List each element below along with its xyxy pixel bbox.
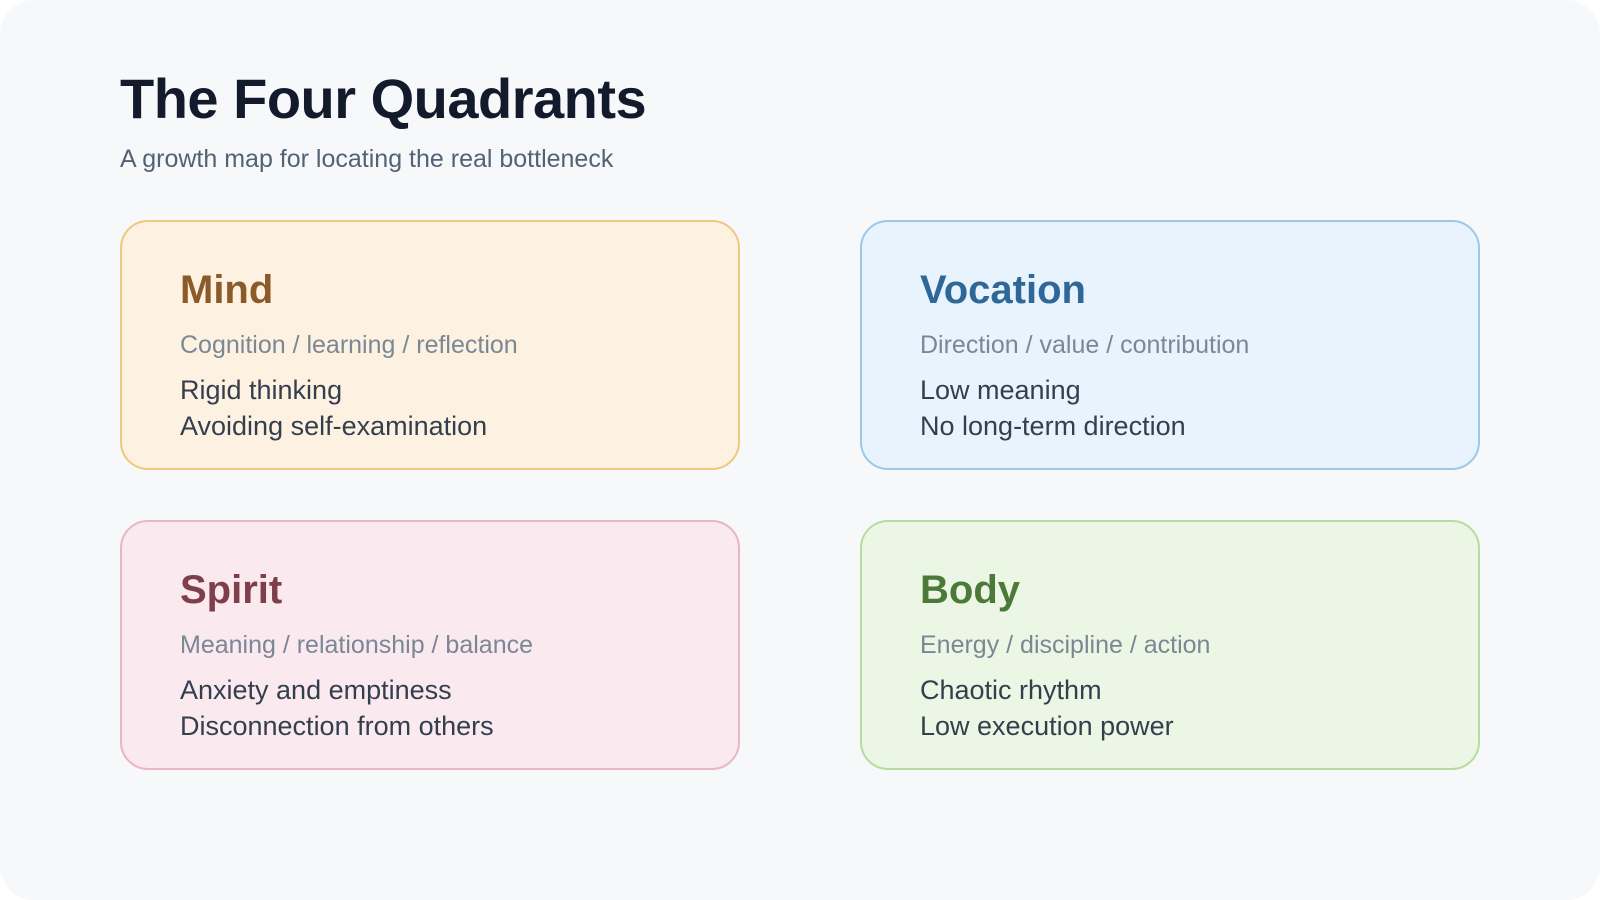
symptom-item: Rigid thinking <box>180 375 343 405</box>
quadrant-title: Mind <box>180 268 274 312</box>
symptom-list: Rigid thinking Avoiding self-examination <box>180 372 680 444</box>
symptom-list: Chaotic rhythm Low execution power <box>920 672 1420 744</box>
symptom-item: Low meaning <box>920 375 1081 405</box>
symptom-list: Low meaning No long-term direction <box>920 372 1420 444</box>
quadrant-title: Vocation <box>920 268 1086 312</box>
quadrant-subtitle: Direction / value / contribution <box>920 331 1250 359</box>
symptom-item: Anxiety and emptiness <box>180 675 452 705</box>
quadrant-card-body: Body Energy / discipline / action Chaoti… <box>860 520 1480 770</box>
quadrant-subtitle: Cognition / learning / reflection <box>180 331 518 359</box>
quadrant-title: Spirit <box>180 568 283 612</box>
quadrant-subtitle: Meaning / relationship / balance <box>180 631 534 659</box>
symptom-item: Chaotic rhythm <box>920 675 1102 705</box>
page-subtitle: A growth map for locating the real bottl… <box>120 145 614 173</box>
quadrant-card-mind: Mind Cognition / learning / reflection R… <box>120 220 740 470</box>
quadrant-title: Body <box>920 568 1020 612</box>
page-title: The Four Quadrants <box>120 67 647 130</box>
quadrant-card-spirit: Spirit Meaning / relationship / balance … <box>120 520 740 770</box>
quadrant-card-vocation: Vocation Direction / value / contributio… <box>860 220 1480 470</box>
symptom-item: Low execution power <box>920 711 1174 741</box>
symptom-item: Avoiding self-examination <box>180 411 488 441</box>
symptom-list: Anxiety and emptiness Disconnection from… <box>180 672 680 744</box>
symptom-item: Disconnection from others <box>180 711 494 741</box>
quadrant-subtitle: Energy / discipline / action <box>920 631 1211 659</box>
symptom-item: No long-term direction <box>920 411 1186 441</box>
